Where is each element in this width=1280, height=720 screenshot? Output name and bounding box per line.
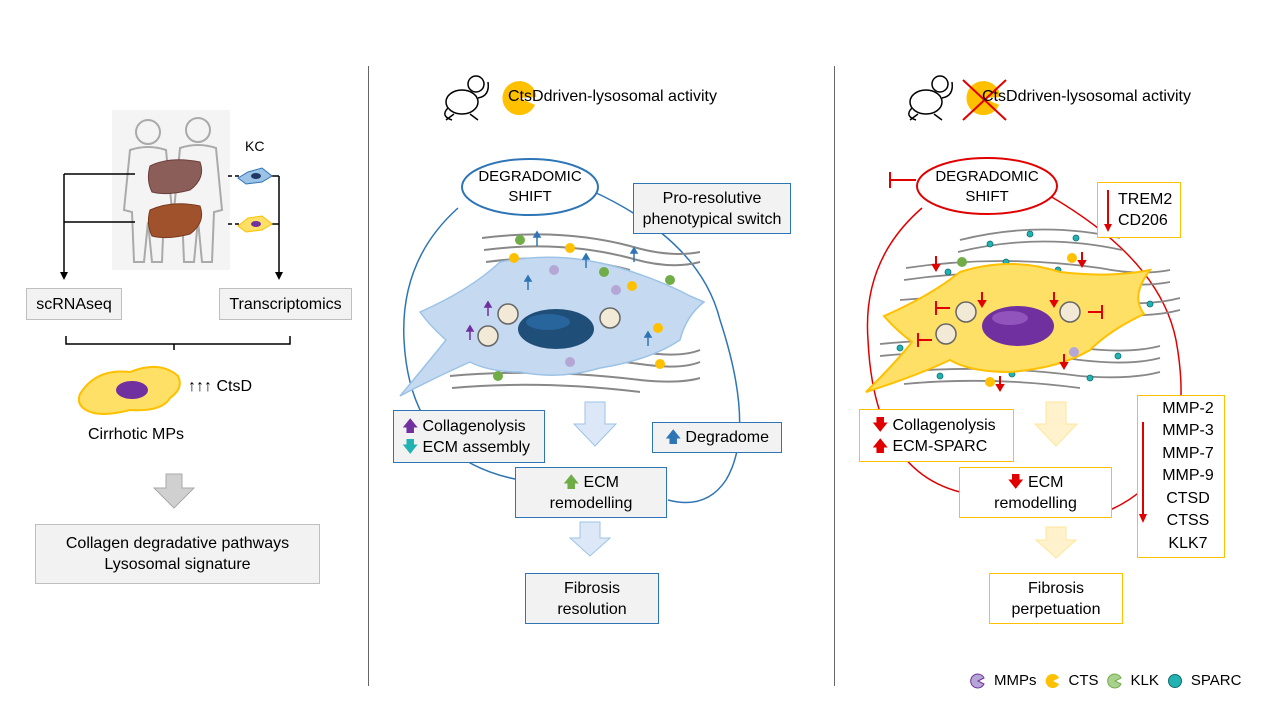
kc-label: KC [245, 138, 265, 154]
cts-legend-icon [1045, 673, 1059, 688]
cts-pacman-icon [502, 81, 537, 116]
fibrosis-resolution-line2: resolution [557, 600, 627, 618]
degradome-box: 🡅Degradome [652, 422, 782, 453]
pro-resolutive-label: Pro-resolutive phenotypical switch [642, 189, 782, 228]
fibrosis-perpetuation-line2: perpetuation [1011, 600, 1101, 618]
right-ecm-remodelling-box: 🡇ECM remodelling [959, 467, 1112, 518]
down-arrow-icon: 🡇 [1007, 473, 1024, 491]
marker-item: MMP-7 [1162, 444, 1214, 462]
ctsd-up-arrows: ↑↑↑ [188, 378, 212, 395]
middle-collagenolysis-box: 🡅Collagenolysis 🡇ECM assembly [393, 410, 545, 463]
middle-ecm-remodelling-box: 🡅ECM remodelling [515, 467, 667, 518]
pro-resolutive-box: Pro-resolutive phenotypical switch [633, 183, 791, 234]
fibrosis-perpetuation-line1: Fibrosis [1027, 579, 1084, 597]
right-ecm-sparc-label: ECM-SPARC [892, 437, 988, 455]
marker-item: MMP-2 [1162, 399, 1214, 417]
right-ecm-label: ECM [1027, 473, 1064, 491]
marker-item: CTSS [1166, 512, 1210, 530]
middle-heading-badge: CtsD [508, 88, 544, 105]
scrnaseq-label: scRNAseq [36, 295, 112, 313]
sparc-legend-icon [1167, 673, 1182, 688]
ctsd-label: CtsD [216, 378, 253, 395]
up-arrow-icon: 🡅 [664, 429, 682, 446]
mouse-icon [908, 75, 954, 121]
down-arrow-icon: 🡇 [872, 416, 889, 434]
middle-degradomic-label: DEGRADOMIC SHIFT [478, 168, 582, 205]
marker-item: KLK7 [1168, 534, 1208, 552]
markers-box: MMP-2 MMP-3 MMP-7 MMP-9 CTSD CTSS KLK7 [1137, 395, 1225, 558]
trem2-down-arrow-icon [1104, 190, 1112, 232]
transcriptomics-box: Transcriptomics [219, 288, 352, 320]
mouse-icon [444, 75, 490, 121]
right-heading-badge: CtsD [982, 88, 1018, 105]
legend-mmps: MMPs [994, 672, 1037, 689]
klk-legend-icon [1106, 673, 1122, 688]
scrnaseq-box: scRNAseq [26, 288, 122, 320]
cross-icon [962, 79, 1007, 121]
result-box: Collagen degradative pathways Lysosomal … [35, 524, 320, 584]
right-heading-text: driven-lysosomal activity [1017, 88, 1191, 105]
middle-panel-graphics [399, 75, 741, 557]
legend-cts: CTS [1068, 672, 1099, 689]
fibrosis-perpetuation-box: Fibrosis perpetuation [989, 573, 1123, 624]
divider-left [368, 66, 369, 686]
middle-heading: CtsDdriven-lysosomal activity [508, 88, 717, 106]
middle-remodelling-label: remodelling [549, 494, 633, 512]
result-line-2: Lysosomal signature [104, 556, 251, 573]
marker-item: CTSD [1166, 489, 1210, 507]
result-line-1: Collagen degradative pathways [65, 535, 290, 552]
up-arrow-icon: 🡅 [562, 473, 580, 491]
trem2-label: TREM2 [1118, 191, 1173, 208]
right-panel-graphics [865, 75, 1182, 559]
transcriptomics-label: Transcriptomics [229, 295, 342, 313]
divider-right [834, 66, 835, 686]
markers-down-arrow-icon [1139, 422, 1147, 523]
legend: MMPs CTS KLK SPARC [970, 672, 1241, 689]
marker-item: MMP-9 [1162, 467, 1214, 485]
down-arrow-icon: 🡇 [402, 438, 419, 456]
middle-ecm-assembly-label: ECM assembly [422, 438, 531, 456]
up-arrow-icon: 🡅 [872, 437, 889, 455]
cirrhotic-mps-label: Cirrhotic MPs [88, 426, 185, 443]
ctsd-indicator: ↑↑↑ CtsD [188, 378, 252, 396]
legend-klk: KLK [1130, 672, 1159, 689]
middle-heading-text: driven-lysosomal activity [543, 88, 717, 105]
cd206-label: CD206 [1118, 212, 1168, 229]
degradome-label: Degradome [685, 429, 770, 446]
up-arrow-icon: 🡅 [402, 417, 419, 435]
marker-item: MMP-3 [1162, 422, 1214, 440]
middle-collagenolysis-label: Collagenolysis [422, 417, 526, 435]
middle-ecm-label: ECM [583, 473, 619, 491]
fibrosis-resolution-box: Fibrosis resolution [525, 573, 659, 624]
trem2-box: TREM2 CD206 [1097, 182, 1181, 238]
left-panel-graphics [46, 110, 291, 574]
right-collagenolysis-box: 🡇Collagenolysis 🡅ECM-SPARC [859, 409, 1014, 462]
mmps-legend-icon [970, 673, 985, 688]
right-degradomic-label: DEGRADOMIC SHIFT [935, 168, 1039, 205]
right-collagenolysis-label: Collagenolysis [892, 416, 996, 434]
legend-sparc: SPARC [1190, 672, 1242, 689]
right-heading: CtsDdriven-lysosomal activity [982, 88, 1191, 106]
fibrosis-resolution-line1: Fibrosis [563, 579, 620, 597]
right-remodelling-label: remodelling [994, 494, 1077, 512]
